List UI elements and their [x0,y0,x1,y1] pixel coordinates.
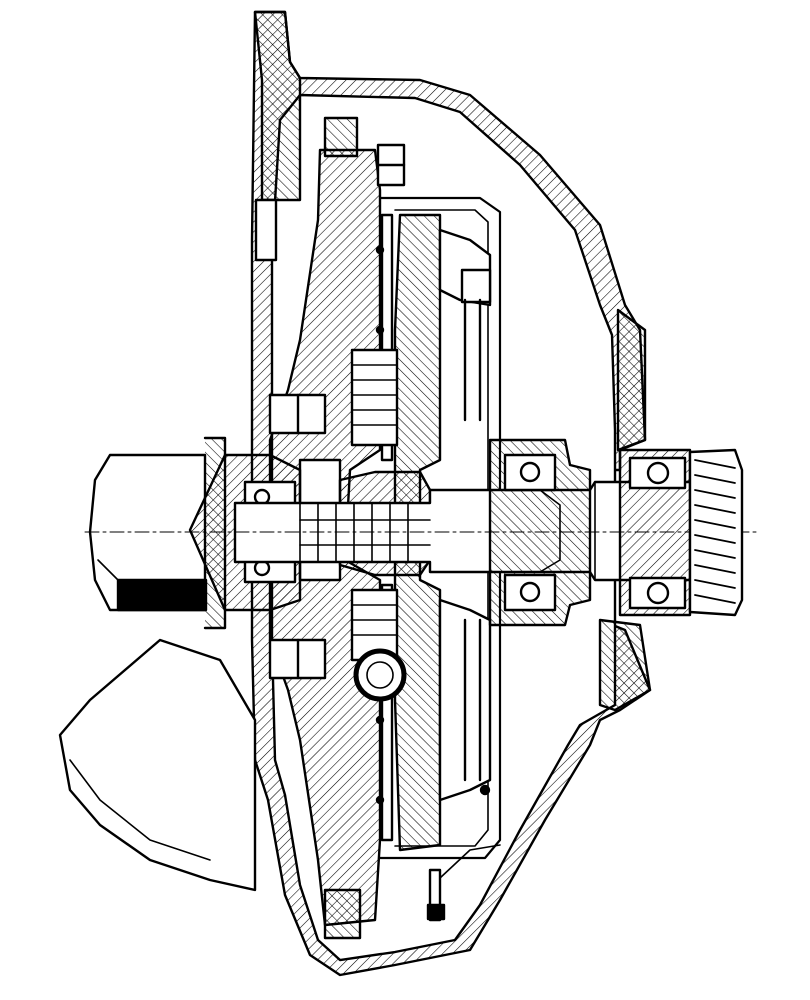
clutch-spring-upper [350,348,399,447]
engine-block-lower [58,638,257,892]
housing-flange-upper [253,10,302,202]
housing-flange-pad [254,198,278,262]
input-bearing-ball-upper [646,461,670,485]
input-bearing-ball-lower [646,581,670,605]
flywheel-top-block [323,116,359,158]
input-bearing-housing [618,448,692,617]
crankshaft-shadow [116,578,208,612]
lever-pivot-upper [460,268,492,304]
release-bearing-ball-upper [519,461,541,483]
flywheel-bottom-block [323,888,362,940]
gearbox-casing-lower [598,618,652,712]
release-fork-pin [426,903,446,921]
release-bearing-ball-lower [519,581,541,603]
clutch-spring-lower [350,588,399,662]
gear-teeth [694,459,736,604]
gearbox-casing-upper [616,308,647,452]
